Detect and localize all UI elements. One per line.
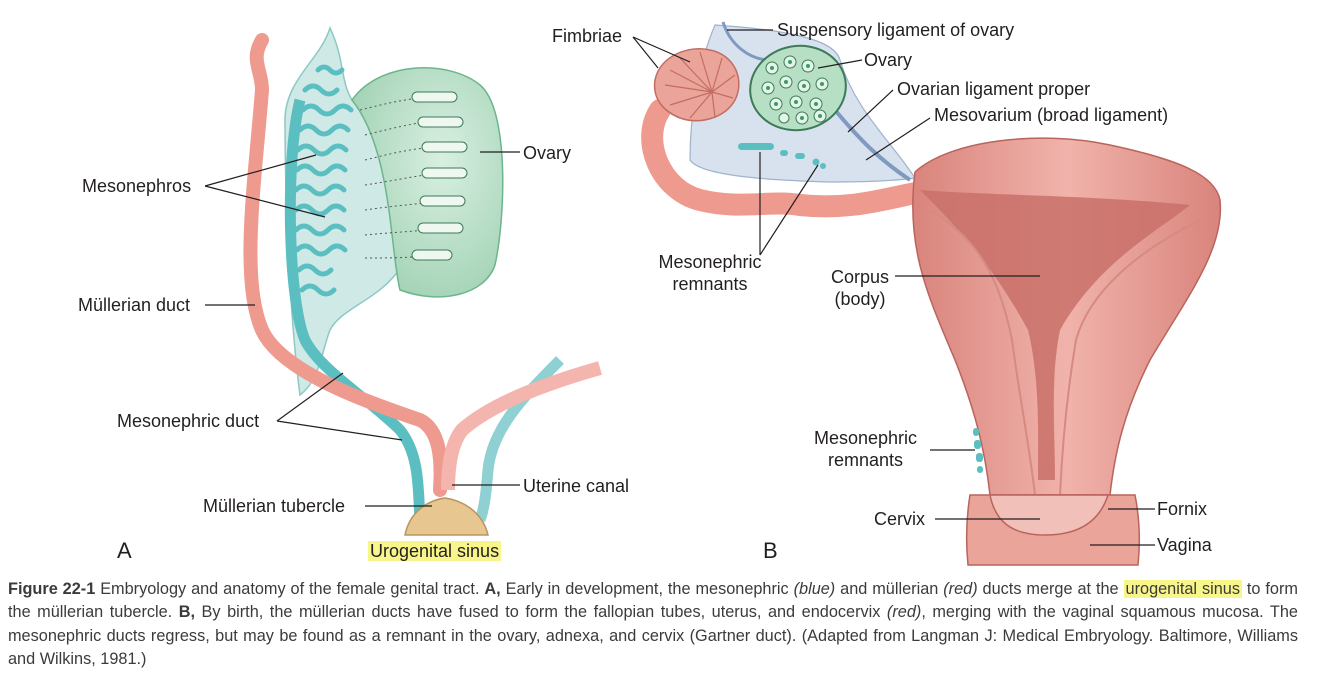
caption-a: A, <box>484 580 501 598</box>
mullerian-duct-right <box>441 361 602 491</box>
label-vagina: Vagina <box>1157 535 1212 555</box>
caption-red-1: (red) <box>943 580 978 598</box>
label-urogenital-sinus: Urogenital sinus <box>368 540 502 562</box>
label-suspensory-ligament: Suspensory ligament of ovary <box>777 20 1015 40</box>
figure: Ovary Mesonephros Müllerian duct Mesonep… <box>78 20 1222 566</box>
caption-text-6: By birth, the müllerian ducts have fused… <box>195 603 887 622</box>
illustration <box>204 21 1222 566</box>
mesonephric-duct-left <box>284 98 426 521</box>
caption-blue: (blue) <box>793 580 836 598</box>
label-mesonephric-remnants-upper: Mesonephric remnants <box>650 251 770 295</box>
label-mullerian-tubercle: Müllerian tubercle <box>203 496 346 516</box>
label-uterine-canal: Uterine canal <box>523 476 630 496</box>
caption-text-3: and müllerian <box>835 580 944 598</box>
ovarian-ligament <box>833 108 912 182</box>
label-cervix: Cervix <box>874 509 926 529</box>
ovary-a <box>351 67 504 298</box>
caption-text-2: Early in development, the mesonephric <box>500 580 794 598</box>
remnants-lower-line-1: Mesonephric <box>813 428 918 448</box>
label-mesonephric-remnants-lower: Mesonephric remnants <box>803 427 928 471</box>
fimbriae-folds <box>664 51 736 119</box>
urogenital-sinus <box>404 497 489 536</box>
panel-b-drawing <box>632 21 1222 566</box>
uterus-wall-right <box>1059 219 1201 496</box>
mesonephric-tubules <box>293 64 354 297</box>
uterine-cavity <box>920 190 1190 480</box>
remnants-upper-line-1: Mesonephric <box>658 252 762 272</box>
corpus-line-2: (body) <box>834 289 886 309</box>
label-mesovarium: Mesovarium (broad ligament) <box>934 105 1169 125</box>
panel-letter-a: A <box>117 538 132 563</box>
label-corpus: Corpus (body) <box>820 266 900 310</box>
caption-b: B, <box>178 603 196 622</box>
label-mullerian-duct: Müllerian duct <box>78 295 191 315</box>
corpus-line-1: Corpus <box>830 267 890 287</box>
leader-lines-b <box>632 29 1155 546</box>
figure-caption: Figure 22-1 Embryology and anatomy of th… <box>8 578 1298 672</box>
caption-red-2: (red) <box>886 603 922 622</box>
ovary-b-oocytes <box>766 60 824 120</box>
cervix <box>989 494 1110 536</box>
caption-text-4: ducts merge at the <box>977 580 1124 598</box>
label-ovary-a: Ovary <box>523 143 572 163</box>
label-ovarian-ligament: Ovarian ligament proper <box>897 79 1091 99</box>
caption-highlight: urogenital sinus <box>1123 580 1242 598</box>
label-mesonephros: Mesonephros <box>82 176 192 196</box>
uterus-wall-left <box>929 209 1036 496</box>
caption-text-1: Embryology and anatomy of the female gen… <box>95 580 485 598</box>
remnants-upper-line-2: remnants <box>672 274 748 294</box>
caption-text-5: to form the müllerian tubercle. <box>8 580 1298 622</box>
label-fimbriae: Fimbriae <box>552 26 623 46</box>
mullerian-duct-left <box>243 33 448 497</box>
mesonephric-remnants-upper <box>738 143 826 169</box>
label-ovary-b: Ovary <box>864 50 913 70</box>
caption-title: Figure 22-1 <box>8 580 96 598</box>
label-fornix: Fornix <box>1157 499 1208 519</box>
mesonephric-remnants-lower <box>973 428 983 473</box>
fallopian-tube <box>641 99 931 218</box>
ovary-b-follicles <box>761 55 829 125</box>
leader-lines-a <box>204 151 520 507</box>
ovary-follicles <box>411 91 468 261</box>
label-mesonephric-duct: Mesonephric duct <box>117 411 260 431</box>
caption-text-7: , merging with the vaginal squamous muco… <box>8 603 1298 669</box>
urogenital-sinus-highlight: Urogenital sinus <box>368 541 502 561</box>
remnants-lower-line-2: remnants <box>827 450 904 470</box>
panel-letter-b: B <box>763 538 778 563</box>
panel-a-drawing <box>204 25 602 536</box>
